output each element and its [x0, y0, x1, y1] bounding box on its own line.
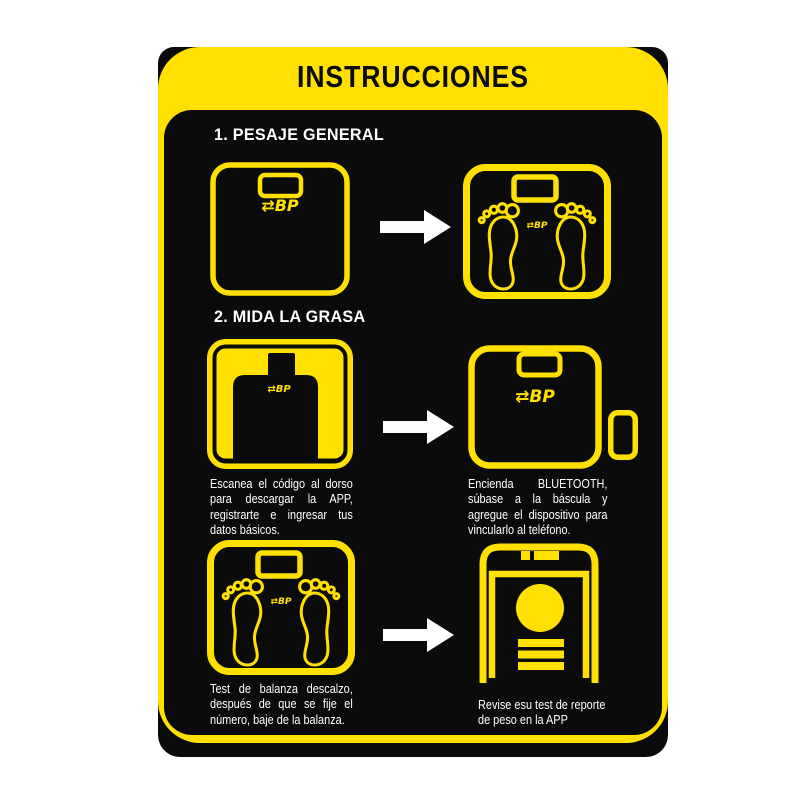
scale-display	[268, 353, 295, 377]
scale-outline	[210, 162, 350, 296]
scale-outline	[463, 164, 611, 299]
scale-feet-icon: ⇄BP	[207, 540, 355, 675]
bp-logo: ⇄BP	[527, 221, 548, 231]
section-1-heading: 1. PESAJE GENERAL	[214, 125, 384, 144]
arrow-right-icon	[383, 618, 454, 652]
step-line: registrarte e ingresar tus	[210, 506, 353, 522]
step-review-text: Revise esu test de reporte de peso en la…	[478, 697, 646, 728]
arrow-right-icon	[383, 410, 454, 444]
left-foot-icon	[477, 202, 520, 291]
step-line: de peso en la APP	[478, 712, 568, 728]
bp-logo: ⇄BP	[261, 196, 299, 215]
step-line: datos básicos.	[210, 522, 280, 538]
scale-display	[516, 351, 563, 378]
report-avatar-icon	[516, 584, 564, 632]
phone-small-icon	[608, 410, 638, 460]
scale-display	[257, 172, 304, 199]
step-line: después de que se fije el	[210, 696, 353, 712]
qr-arch	[233, 375, 318, 459]
right-foot-icon	[554, 202, 597, 291]
scale-outline	[468, 345, 602, 469]
page-title: INSTRUCCIONES	[297, 59, 529, 94]
phone-report-icon	[479, 543, 599, 683]
scale-outline	[207, 540, 355, 675]
step-line: Revise esu test de reporte	[478, 697, 606, 712]
step-test-text: Test de balanza descalzo, después de que…	[210, 681, 353, 727]
arrow-right-icon	[380, 210, 451, 244]
scale-outline	[207, 339, 353, 469]
step-scan-text: Escanea el código al dorso para descarga…	[210, 476, 353, 538]
step-line: agregue el dispositivo para	[468, 506, 608, 522]
step-line: vincularlo al teléfono.	[468, 522, 571, 538]
step-bluetooth-text: Encienda BLUETOOTH, súbase a la báscula …	[468, 476, 607, 538]
bp-logo: ⇄BP	[267, 384, 291, 395]
step-line: Test de balanza descalzo,	[210, 681, 353, 696]
scale-qr-arch-icon: ⇄BP	[207, 339, 353, 469]
report-bar	[518, 650, 564, 659]
phone-screen	[488, 570, 590, 678]
left-foot-icon	[221, 578, 264, 667]
scale-display	[511, 174, 559, 203]
phone-camera-icon	[521, 551, 530, 560]
report-bar	[518, 639, 564, 647]
step-line: número, baje de la balanza.	[210, 711, 345, 727]
bp-logo: ⇄BP	[515, 387, 555, 407]
step-line: Escanea el código al dorso	[210, 476, 353, 491]
scale-feet-icon: ⇄BP	[463, 164, 611, 299]
section-2-heading: 2. MIDA LA GRASA	[214, 307, 366, 326]
scale-bluetooth-phone-icon: ⇄BP	[468, 345, 638, 469]
phone-speaker-icon	[534, 551, 559, 560]
step-line: súbase a la báscula y	[468, 491, 608, 507]
right-foot-icon	[298, 578, 341, 667]
phone-outline	[479, 543, 599, 683]
scale-display-icon: ⇄BP	[210, 162, 350, 296]
step-line: para descargar la APP,	[210, 491, 353, 507]
report-bar	[518, 662, 564, 670]
step-line: Encienda BLUETOOTH,	[468, 476, 608, 491]
scale-display	[255, 550, 303, 579]
bp-logo: ⇄BP	[271, 597, 292, 607]
